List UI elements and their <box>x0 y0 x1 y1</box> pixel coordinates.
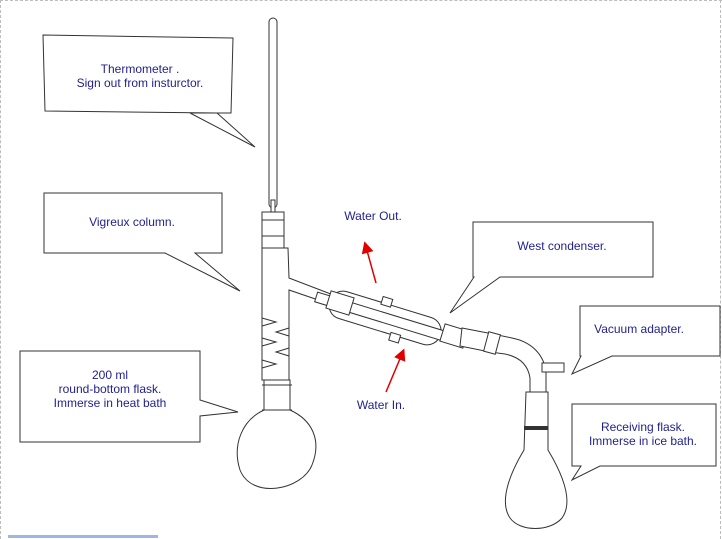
round-bottom-flask <box>236 379 317 489</box>
condenser-label-line1: West condenser. <box>517 239 607 253</box>
vigreux-label-line1: Vigreux column. <box>89 215 175 229</box>
water-out-arrow <box>361 241 377 284</box>
thermometer-adapter <box>261 211 285 249</box>
frame-border-top <box>0 0 722 2</box>
callout-box-vacuum-adapter <box>570 305 721 376</box>
vacuum-adapter-label: Vacuum adapter. <box>580 322 698 336</box>
frame-border-right <box>719 0 721 539</box>
vacuum-adapter <box>459 327 565 393</box>
condenser-label: West condenser. <box>473 239 651 253</box>
frame-border-left <box>0 0 2 539</box>
vigreux-column <box>261 247 337 381</box>
water-out-label: Water Out. <box>344 209 402 223</box>
flask-label-line1: 200 ml <box>91 368 129 382</box>
thermometer <box>268 17 278 215</box>
flask-label-line3: Immerse in heat bath <box>53 396 167 410</box>
callout-box-thermometer <box>42 34 256 148</box>
west-condenser <box>314 290 456 346</box>
thermometer-label-line2: Sign out from insturctor. <box>76 76 204 90</box>
water-in-label: Water In. <box>356 398 406 412</box>
flask-label: 200 ml round-bottom flask. Immerse in he… <box>22 368 198 410</box>
flask-label-line2: round-bottom flask. <box>58 382 162 396</box>
vacuum-adapter-label-line1: Vacuum adapter. <box>594 322 684 336</box>
receiving-flask <box>505 391 568 529</box>
condenser-inlet-joint <box>325 290 355 316</box>
receiving-flask-label-line1: Receiving flask. <box>600 420 686 434</box>
thermometer-label-line1: Thermometer . <box>100 62 180 76</box>
callout-box-receiving-flask <box>570 403 717 482</box>
callout-box-flask <box>19 350 239 443</box>
scrollbar-strip <box>8 535 158 538</box>
callout-box-vigreux <box>43 192 241 292</box>
water-in-arrow <box>385 348 406 393</box>
vigreux-label: Vigreux column. <box>44 215 220 229</box>
callout-box-condenser <box>449 221 654 314</box>
receiving-flask-label-line2: Immerse in ice bath. <box>588 434 698 448</box>
receiving-flask-label: Receiving flask. Immerse in ice bath. <box>578 420 708 448</box>
thermometer-label: Thermometer . Sign out from insturctor. <box>50 62 230 90</box>
